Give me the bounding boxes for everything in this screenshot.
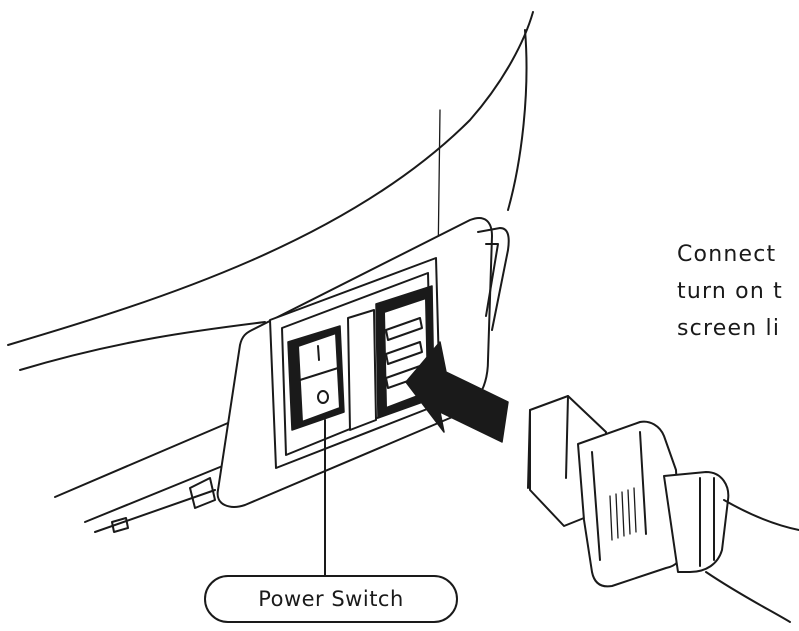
base-foot: [189, 477, 216, 509]
power-switch-icon: [287, 325, 345, 431]
module-divider: [347, 309, 377, 431]
base-line-middle: [84, 464, 226, 523]
recess-ridge: [477, 227, 510, 331]
power-switch-label: Power Switch: [258, 587, 404, 611]
insert-arrow-icon: [405, 341, 509, 443]
housing-back-edge: [507, 29, 528, 211]
instruction-text: Connect turn on t screen li: [677, 236, 783, 347]
callout-pill: [204, 575, 458, 623]
base-line-lower: [94, 489, 216, 533]
instruction-line-2: turn on t: [677, 279, 783, 304]
instruction-line-3: screen li: [677, 316, 781, 341]
power-plug-icon: [527, 395, 799, 623]
base-line-upper: [54, 419, 236, 498]
recess-ridge-inner: [485, 243, 499, 317]
housing-outline: [7, 11, 534, 346]
instruction-line-1: Connect: [677, 242, 777, 267]
base-foot-small: [111, 517, 129, 533]
housing-lower-edge: [19, 321, 266, 371]
